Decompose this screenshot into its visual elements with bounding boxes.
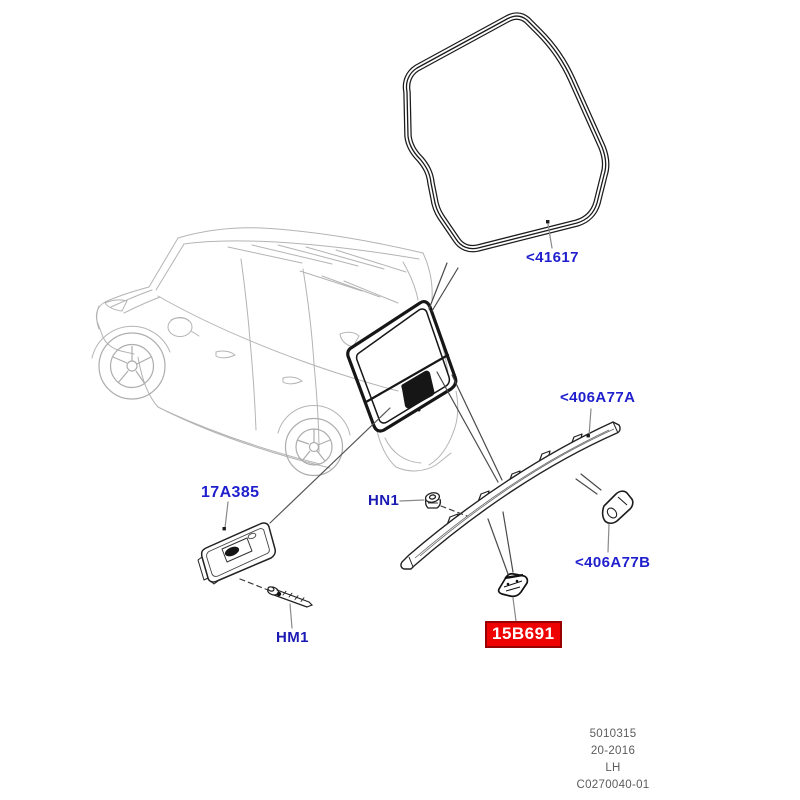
front-wheel-drawing [98, 332, 166, 400]
drawing-ref-number: 5010315 [589, 728, 637, 740]
part-label-hm1[interactable]: HM1 [276, 629, 309, 646]
part-label-41617[interactable]: <41617 [526, 249, 579, 266]
part-label-hn1[interactable]: HN1 [368, 492, 400, 509]
part-label-406a77b[interactable]: <406A77B [575, 554, 651, 571]
applique-panel-drawing [197, 522, 276, 585]
trim-strip-drawing [400, 421, 621, 570]
vehicle-sketch [91, 227, 459, 472]
tailgate-outline [346, 300, 458, 433]
clip-15b691-drawing [497, 572, 529, 598]
tailgate-seal-drawing [402, 12, 610, 253]
rear-wheel-drawing [284, 417, 344, 477]
highlighted-part-label-15b691[interactable]: 15B691 [485, 621, 562, 648]
part-label-17a385[interactable]: 17A385 [201, 484, 260, 501]
clip-406a77b-drawing [601, 490, 634, 525]
leader-lines [222, 220, 610, 629]
drawing-ref-date: 20-2016 [590, 745, 636, 757]
nut-hn1-drawing [424, 492, 442, 509]
drawing-reference-block: 5010315 20-2016 LH C0270040-01 [557, 726, 669, 794]
drawing-ref-side: LH [605, 762, 621, 774]
screw-hm1-drawing [267, 586, 314, 608]
drawing-ref-code: C0270040-01 [576, 779, 650, 791]
part-label-406a77a[interactable]: <406A77A [560, 389, 636, 406]
